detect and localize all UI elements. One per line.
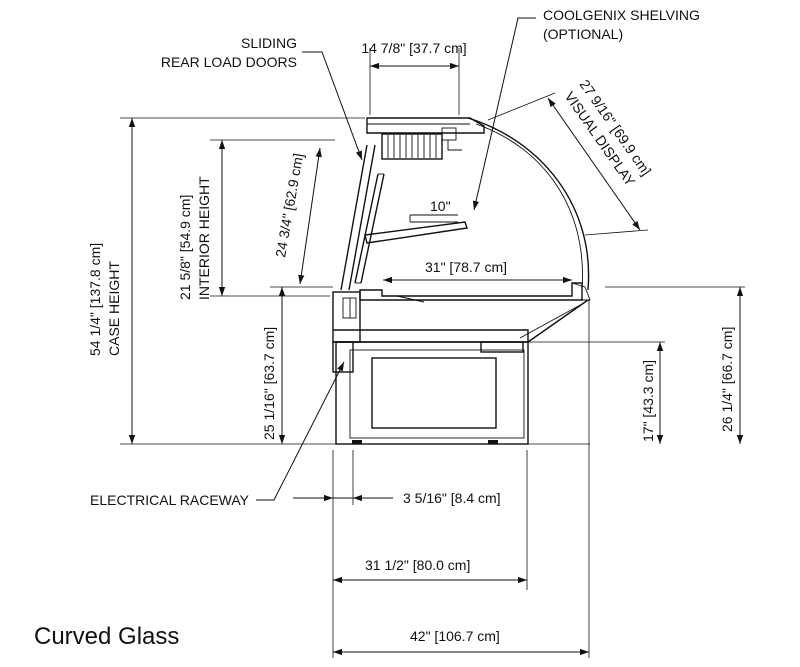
coolgenix-label-line1: COOLGENIX SHELVING [543,7,700,23]
dim-glass-height: 24 3/4" [62.9 cm] [272,152,306,259]
dim-base-depth: 31 1/2" [80.0 cm] [365,557,470,573]
dim-raceway-depth: 3 5/16" [8.4 cm] [403,490,501,506]
dim-interior-height-value: 21 5/8" [54.9 cm] [177,195,193,300]
dim-interior-height-label: INTERIOR HEIGHT [196,176,212,300]
sliding-doors-label-line2: REAR LOAD DOORS [161,54,297,70]
coolgenix-shelving-fins [387,135,437,158]
dim-shelf-depth: 10" [430,198,451,214]
dim-front-height: 26 1/4" [66.7 cm] [719,327,735,432]
extension-lines [120,48,745,658]
dim-deck-depth: 31" [78.7 cm] [425,259,507,275]
dim-top-width: 14 7/8" [37.7 cm] [361,40,466,56]
sliding-doors-label-line1: SLIDING [241,35,297,51]
leader-lines [256,17,536,501]
dim-front-lower-height: 17" [43.3 cm] [640,360,656,442]
dim-case-height-value: 54 1/4" [137.8 cm] [87,243,103,356]
dim-overall-depth: 42" [106.7 cm] [410,628,500,644]
dim-case-height-label: CASE HEIGHT [106,261,122,356]
dim-lower-height: 25 1/16" [63.7 cm] [261,327,277,440]
coolgenix-label-line2: (OPTIONAL) [543,26,623,42]
rear-sliding-doors [340,144,385,291]
case-outline [332,117,591,445]
page-title: Curved Glass [34,623,179,650]
electrical-raceway-label: ELECTRICAL RACEWAY [90,492,250,508]
dimension-lines [128,62,744,656]
